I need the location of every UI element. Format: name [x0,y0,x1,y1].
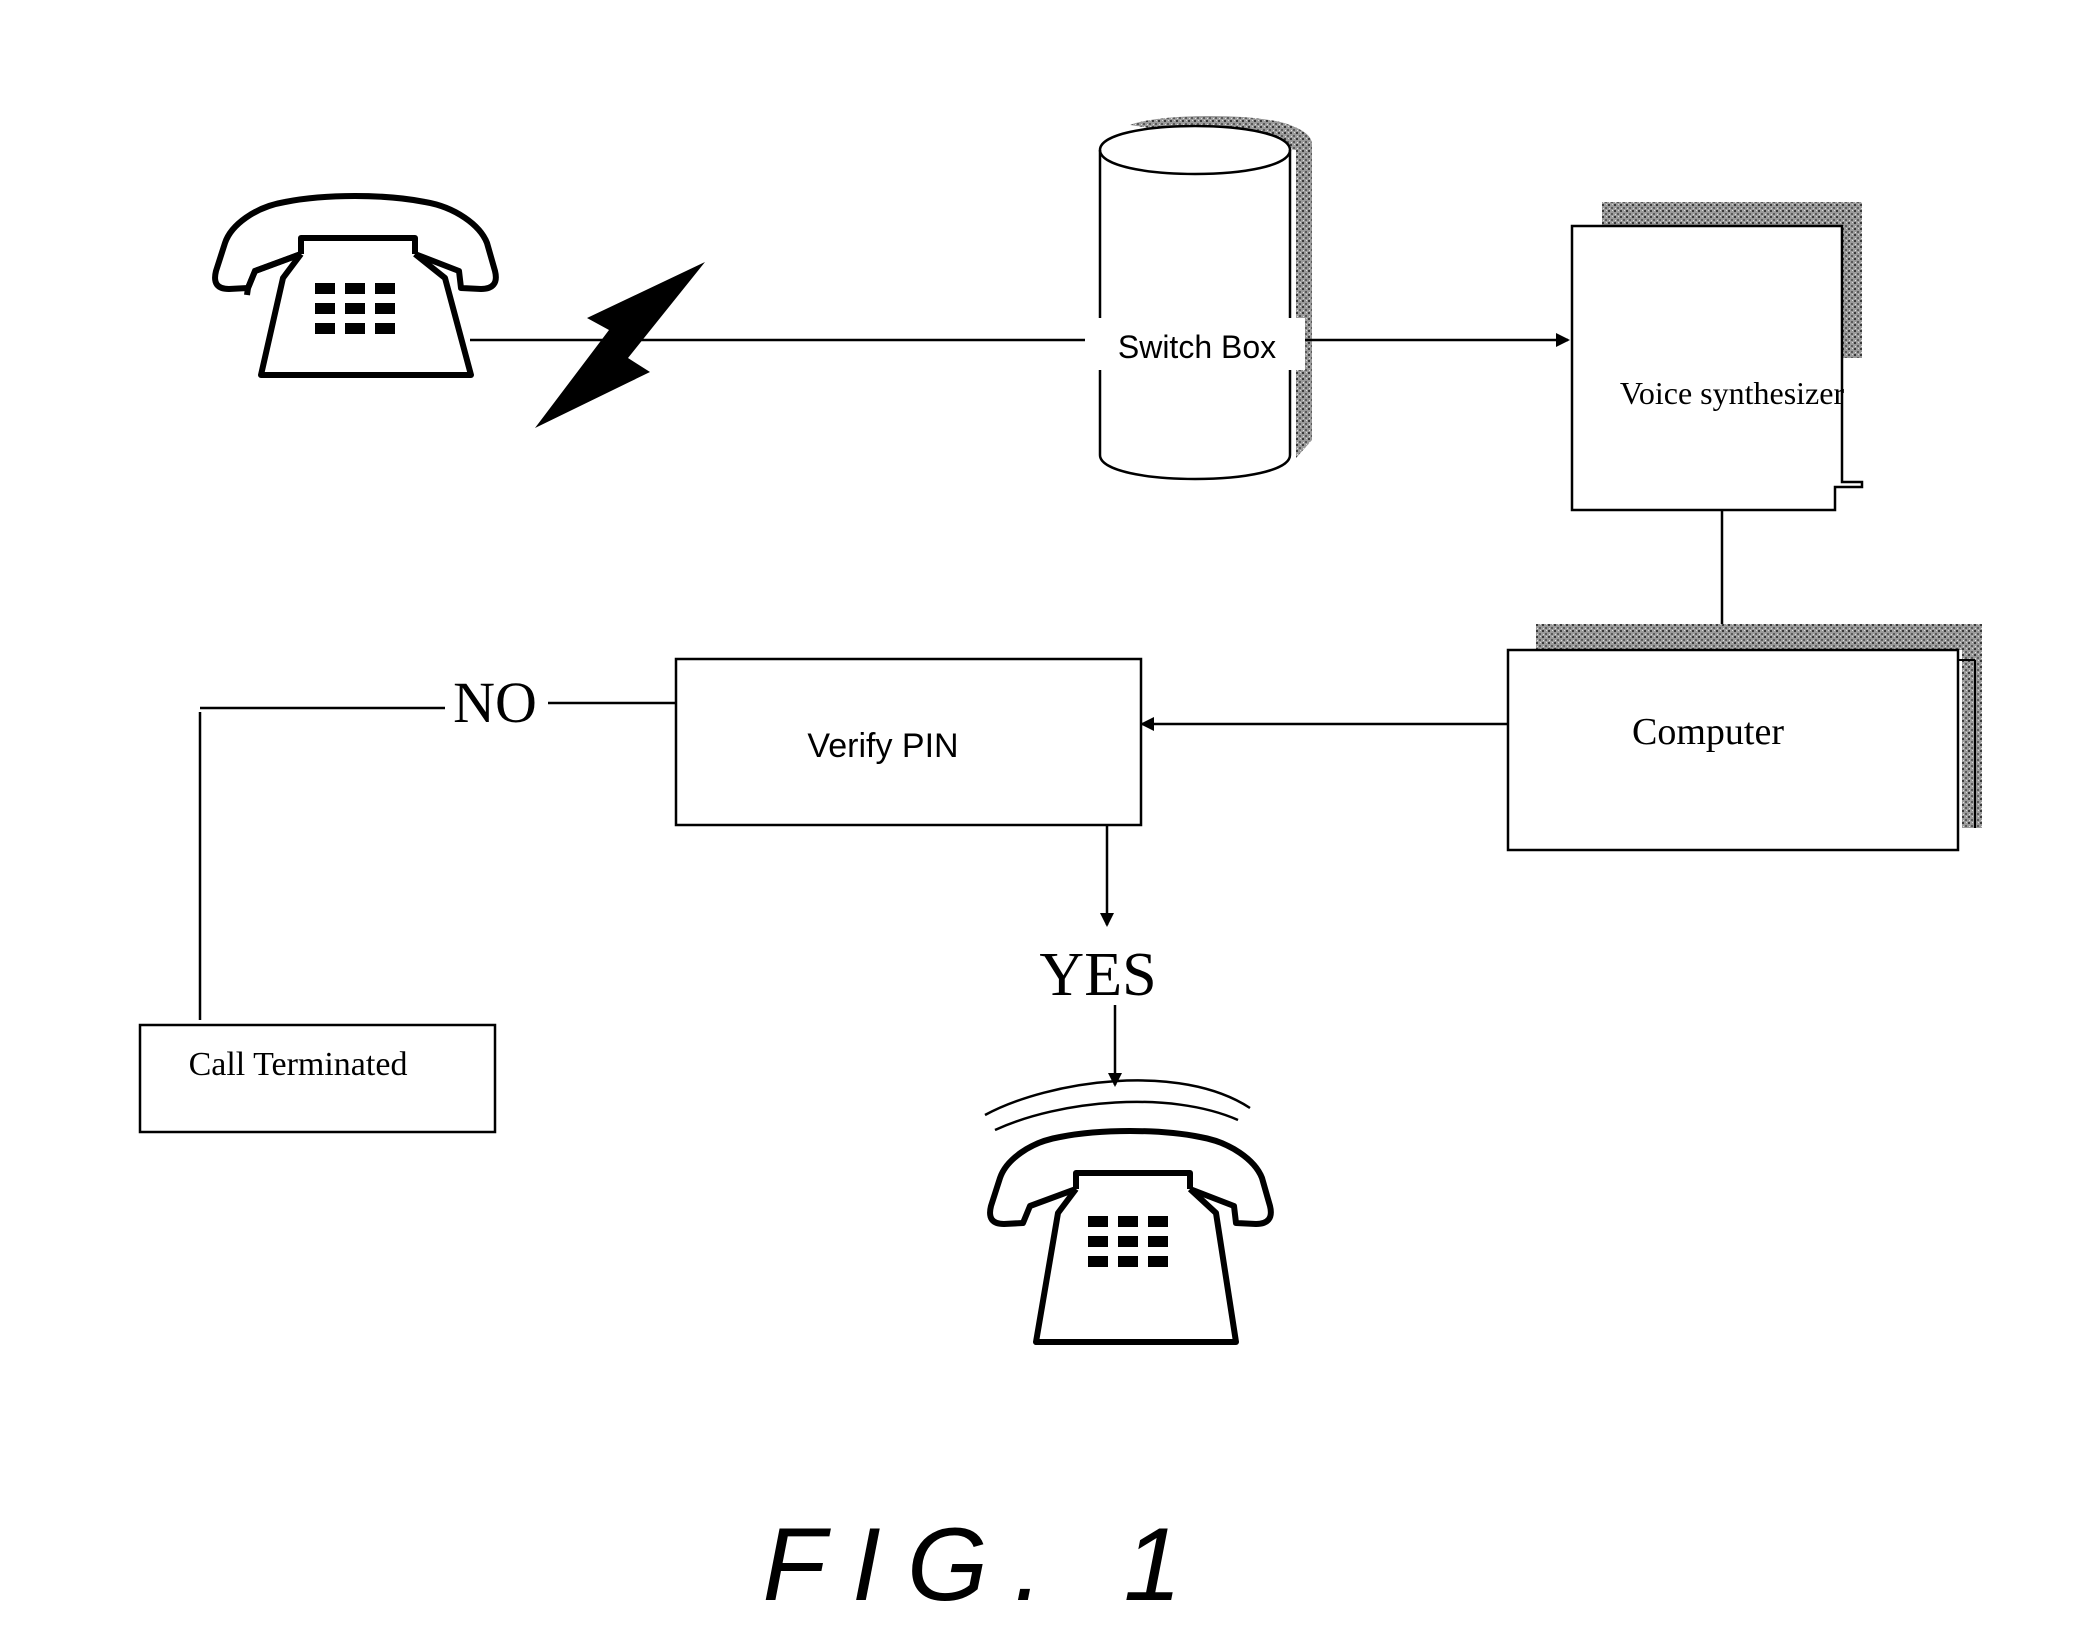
no-branch-label: NO [453,670,537,735]
lightning-bolt-icon [535,262,705,428]
call-terminated-label: Call Terminated [189,1046,408,1083]
figure-label: FIG. 1 [763,1507,1208,1623]
voice-synthesizer-label: Voice synthesizer [1620,375,1845,411]
caller-telephone-icon [215,196,496,375]
verify-pin-node: Verify PIN [676,659,1141,825]
call-terminated-node: Call Terminated [140,1025,495,1132]
switch-box-node: Switch Box [1085,116,1312,479]
ringing-waves-icon [985,1080,1250,1130]
switch-box-label: Switch Box [1118,329,1276,365]
receiver-telephone-icon [990,1131,1271,1342]
yes-branch-label: YES [1039,941,1156,1009]
computer-label: Computer [1632,711,1784,753]
voice-synthesizer-node: Voice synthesizer [1572,202,1862,510]
verify-pin-label: Verify PIN [807,727,958,765]
computer-node: Computer [1508,624,1982,850]
